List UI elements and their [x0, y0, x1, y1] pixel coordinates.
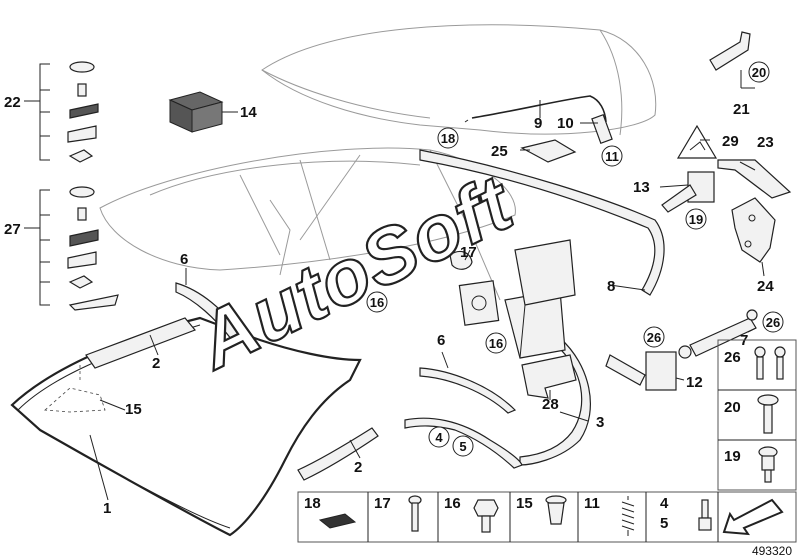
arrow-icon [722, 498, 784, 536]
callout-12: 12 [686, 374, 703, 391]
cable-9 [471, 95, 607, 123]
part-15-reference [44, 387, 106, 413]
callout-17: 17 [460, 244, 477, 261]
legend-bottom-4: 4 [660, 495, 669, 512]
callout-16-circled-left: 16 [370, 295, 384, 310]
callout-11-circled: 11 [605, 149, 619, 164]
callout-18-circled: 18 [441, 131, 455, 146]
callout-8: 8 [607, 278, 615, 295]
bracket-28 [521, 354, 577, 399]
seal-hose-lower [297, 427, 379, 481]
callout-1: 1 [103, 500, 111, 517]
soft-top-outline [261, 24, 657, 136]
legend-bottom-15: 15 [516, 495, 533, 512]
legend-right-26: 26 [724, 349, 741, 366]
legend-right-panel: 26 20 19 [717, 339, 797, 491]
callout-15: 15 [125, 401, 142, 418]
grommet-15-icon [545, 495, 567, 525]
callout-14: 14 [240, 104, 257, 121]
callout-19-circled: 19 [689, 212, 703, 227]
bolt-26-icon [754, 346, 786, 380]
screw-20-icon [757, 394, 779, 434]
callout-9: 9 [534, 115, 542, 132]
spring-11-icon [621, 496, 635, 536]
callout-5-circled: 5 [459, 439, 466, 454]
pin-4-5-icon [698, 499, 712, 531]
callout-21: 21 [733, 101, 750, 118]
callout-6-left: 6 [180, 251, 188, 268]
plate-25 [520, 139, 577, 163]
callout-2-lower: 2 [354, 459, 362, 476]
callout-3: 3 [596, 414, 604, 431]
pad-18-icon [318, 513, 357, 529]
callout-25: 25 [491, 143, 508, 160]
hinge-bracket-assembly [449, 239, 576, 359]
hook-21 [709, 31, 751, 71]
callout-4-circled: 4 [435, 430, 443, 445]
legend-right-19: 19 [724, 448, 741, 465]
bolt-17-icon [408, 495, 422, 532]
seal-strip-center [419, 367, 517, 414]
callout-labels: 1 2 2 3 6 6 7 8 9 10 12 13 14 15 17 21 2… [4, 94, 774, 517]
callout-10: 10 [557, 115, 574, 132]
legend-bottom-panel: 18 17 16 15 11 4 5 [297, 491, 797, 543]
seal-hose-upper [85, 317, 196, 369]
callout-26-circled-left: 26 [647, 330, 661, 345]
clip-19-icon [758, 446, 778, 483]
leader-lines [24, 70, 765, 501]
cover-23 [717, 159, 792, 199]
circled-callouts: 18 11 20 19 16 16 26 26 4 5 [366, 61, 784, 457]
cylinder-13 [661, 171, 715, 213]
callout-27: 27 [4, 221, 21, 238]
callout-6-center: 6 [437, 332, 445, 349]
legend-bottom-18: 18 [304, 495, 321, 512]
top-frame-outline [99, 147, 516, 301]
rail-seal [419, 149, 665, 296]
callout-23: 23 [757, 134, 774, 151]
callout-24: 24 [757, 278, 774, 295]
seal-strip-left [175, 282, 241, 341]
legend-bottom-11: 11 [584, 495, 600, 512]
diagram-reference-number: 493320 [752, 544, 792, 558]
callout-13: 13 [633, 179, 650, 196]
legend-bottom-17: 17 [374, 495, 391, 512]
legend-bottom-5: 5 [660, 515, 668, 532]
callout-28: 28 [542, 396, 559, 413]
bracket-24 [731, 197, 776, 263]
callout-26-circled-right: 26 [766, 315, 780, 330]
legend-bottom-16: 16 [444, 495, 461, 512]
warning-label-29 [676, 124, 718, 159]
callout-29: 29 [722, 133, 739, 150]
callout-2-upper: 2 [152, 355, 160, 372]
callout-22: 22 [4, 94, 21, 111]
fastener-stack-27 [39, 186, 119, 311]
callout-20-circled: 20 [752, 65, 766, 80]
hydraulic-unit-12 [605, 351, 677, 391]
watermark-text: AutoSoft [182, 157, 527, 386]
material-box-14 [168, 91, 224, 133]
nut-16-icon [473, 499, 499, 533]
callout-16-circled-center: 16 [489, 336, 503, 351]
cable-end-10 [591, 113, 613, 145]
legend-right-20: 20 [724, 399, 741, 416]
fastener-stack-22 [39, 61, 99, 163]
